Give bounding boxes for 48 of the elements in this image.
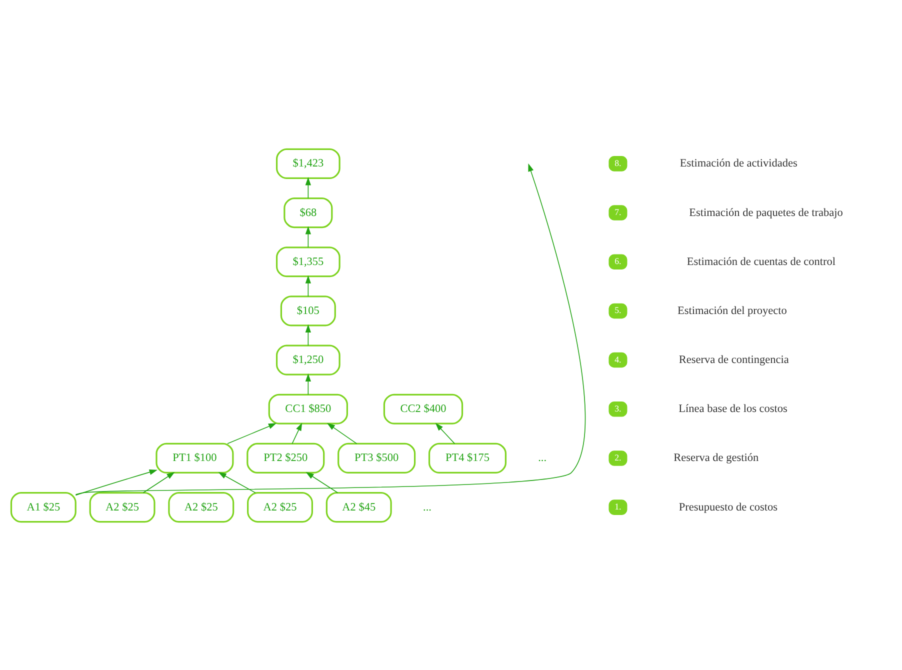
label: Estimación de paquetes de trabajo — [689, 206, 843, 218]
node-box: $1,355 — [276, 246, 340, 277]
arrow — [305, 324, 311, 346]
arrow — [305, 373, 311, 394]
label: 6. — [614, 256, 622, 266]
label: Presupuesto de costos — [678, 500, 778, 513]
label: Línea base de los costos — [678, 402, 788, 415]
label: ... — [538, 452, 547, 464]
node-box: CC1 $850 — [268, 393, 348, 424]
arrow — [305, 176, 311, 198]
arrow — [305, 274, 311, 296]
node-box: A2 $25 — [168, 492, 234, 522]
label: 7. — [614, 206, 622, 217]
label: ... — [423, 500, 432, 513]
arrow — [142, 472, 175, 493]
label: 2. — [614, 452, 622, 462]
arrow — [218, 472, 256, 493]
node-box: PT2 $250 — [246, 442, 325, 473]
arrow — [305, 226, 311, 248]
node-box: $105 — [280, 295, 336, 326]
node-box: $1,423 — [276, 148, 340, 178]
label: 8. — [614, 157, 622, 168]
node-box: A2 $25 — [247, 492, 313, 522]
label: Estimación del proyecto — [678, 304, 787, 316]
arrow — [75, 162, 586, 494]
node-box: $1,250 — [276, 344, 340, 375]
arrow — [75, 468, 158, 496]
arrow — [306, 472, 338, 493]
arrow — [435, 422, 456, 444]
node-box: PT3 $500 — [338, 442, 416, 473]
node-box: PT4 $175 — [428, 442, 507, 473]
label: 1. — [614, 501, 622, 512]
arrow — [227, 422, 277, 444]
label: 3. — [614, 402, 622, 413]
node-box: A2 $45 — [326, 492, 392, 522]
label: 5. — [614, 304, 622, 315]
arrow — [326, 422, 358, 444]
label: Estimación de actividades — [680, 157, 798, 170]
node-box: A1 $25 — [10, 492, 76, 522]
arrow — [292, 422, 302, 444]
label: 4. — [614, 354, 622, 364]
label: Reserva de contingencia — [678, 354, 789, 366]
node-box: PT1 $100 — [156, 442, 234, 473]
node-box: CC2 $400 — [383, 393, 464, 424]
label: Reserva de gestión — [674, 452, 759, 464]
node-box: $68 — [284, 197, 333, 228]
node-box: A2 $25 — [89, 492, 156, 522]
label: Estimación de cuentas de control — [686, 255, 836, 268]
